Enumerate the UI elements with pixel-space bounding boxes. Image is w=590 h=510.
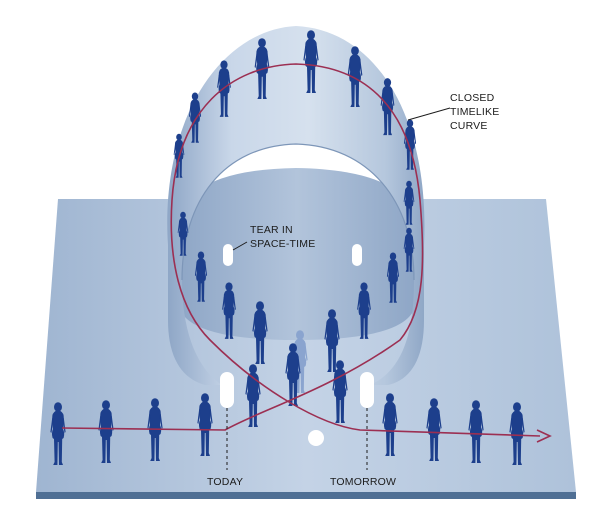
curve-label-line2: TIMELIKE <box>450 106 499 118</box>
tear-slot-upper-left <box>223 244 233 266</box>
curve-label-line3: CURVE <box>450 120 488 132</box>
curve-label-line1: CLOSED <box>450 92 495 104</box>
tear-leader-line <box>232 241 248 251</box>
loop-interior <box>178 168 416 340</box>
tomorrow-label: TOMORROW <box>330 476 396 488</box>
hole-icon <box>308 430 324 446</box>
tear-slot-lower-right <box>360 372 374 408</box>
annotation-lines <box>226 107 451 470</box>
tear-label-line1: TEAR IN <box>250 224 293 236</box>
tear-label-line2: SPACE-TIME <box>250 238 315 250</box>
closed-timelike-curve <box>61 63 552 443</box>
tear-in-space-time <box>220 244 374 446</box>
space-time-loop <box>167 26 425 385</box>
timeline-path <box>61 63 541 437</box>
tear-slot-lower-left <box>220 372 234 408</box>
arrow-right-icon <box>536 429 552 443</box>
tear-slot-upper-right <box>352 244 362 266</box>
curve-leader-line <box>407 107 451 121</box>
labels: CLOSED TIMELIKE CURVE TEAR IN SPACE-TIME… <box>207 92 499 488</box>
today-label: TODAY <box>207 476 243 488</box>
